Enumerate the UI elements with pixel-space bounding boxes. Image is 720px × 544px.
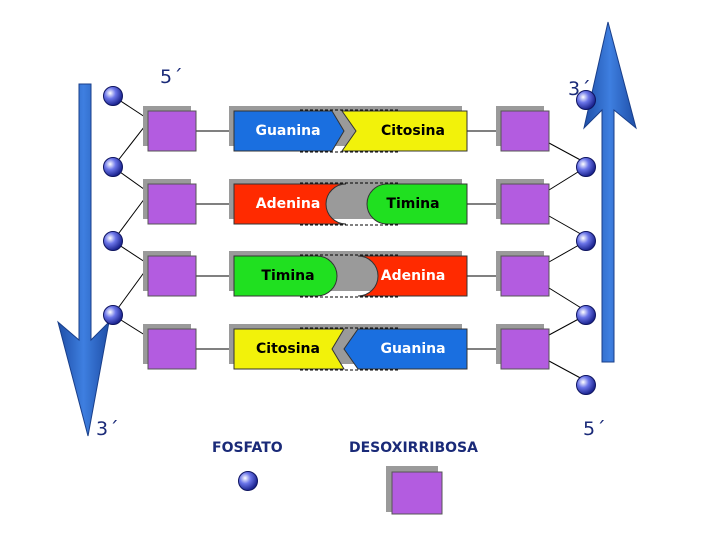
phosphate-right-icon: [576, 157, 596, 177]
sugar-group: [143, 106, 550, 370]
base-left-shape: [233, 110, 345, 152]
phosphate-right-icon: [576, 305, 596, 325]
deoxyribose-sugar-right: [500, 255, 550, 297]
deoxyribose-sugar-right: [500, 110, 550, 152]
right-strand-arrow-icon: [583, 21, 637, 363]
legend-desoxirribosa-label: DESOXIRRIBOSA: [349, 440, 478, 456]
phosphate-right-icon: [576, 90, 596, 110]
base-left-shape: [233, 183, 347, 225]
base-left-label: Guanina: [255, 123, 320, 139]
deoxyribose-sugar-left: [147, 110, 197, 152]
base-left-label: Citosina: [256, 341, 320, 357]
base-left-label: Adenina: [256, 196, 321, 212]
phosphate-left-icon: [103, 86, 123, 106]
phosphate-group: [103, 86, 596, 491]
legend-phosphate-icon: [238, 471, 258, 491]
deoxyribose-sugar-left: [147, 255, 197, 297]
base-right-label: Timina: [386, 196, 439, 212]
base-right-shape: [343, 328, 468, 370]
legend-graphics: [386, 466, 443, 515]
base-left-shape: [233, 255, 338, 297]
phosphate-left-icon: [103, 231, 123, 251]
strand-end-left-bottom: 3´: [96, 418, 120, 440]
phosphate-left-icon: [103, 305, 123, 325]
strand-end-left-top: 5´: [160, 66, 184, 88]
phosphate-right-icon: [576, 231, 596, 251]
deoxyribose-sugar-left: [147, 328, 197, 370]
strand-end-right-bottom: 5´: [583, 418, 607, 440]
strand-end-right-top: 3´: [568, 78, 592, 100]
legend-fosfato-label: FOSFATO: [212, 440, 283, 456]
base-right-label: Citosina: [381, 123, 445, 139]
deoxyribose-sugar-right: [500, 183, 550, 225]
base-right-label: Guanina: [380, 341, 445, 357]
base-right-label: Adenina: [381, 268, 446, 284]
left-strand-arrow-icon: [57, 83, 110, 437]
legend-deoxyribose-icon: [391, 471, 443, 515]
base-right-shape: [341, 110, 468, 152]
base-left-shape: [233, 328, 345, 370]
base-right-shape: [357, 255, 468, 297]
base-right-shape: [366, 183, 468, 225]
base-left-label: Timina: [261, 268, 314, 284]
phosphate-left-icon: [103, 157, 123, 177]
phosphate-right-icon: [576, 375, 596, 395]
strand-arrows: [57, 21, 637, 437]
deoxyribose-sugar-left: [147, 183, 197, 225]
deoxyribose-sugar-right: [500, 328, 550, 370]
